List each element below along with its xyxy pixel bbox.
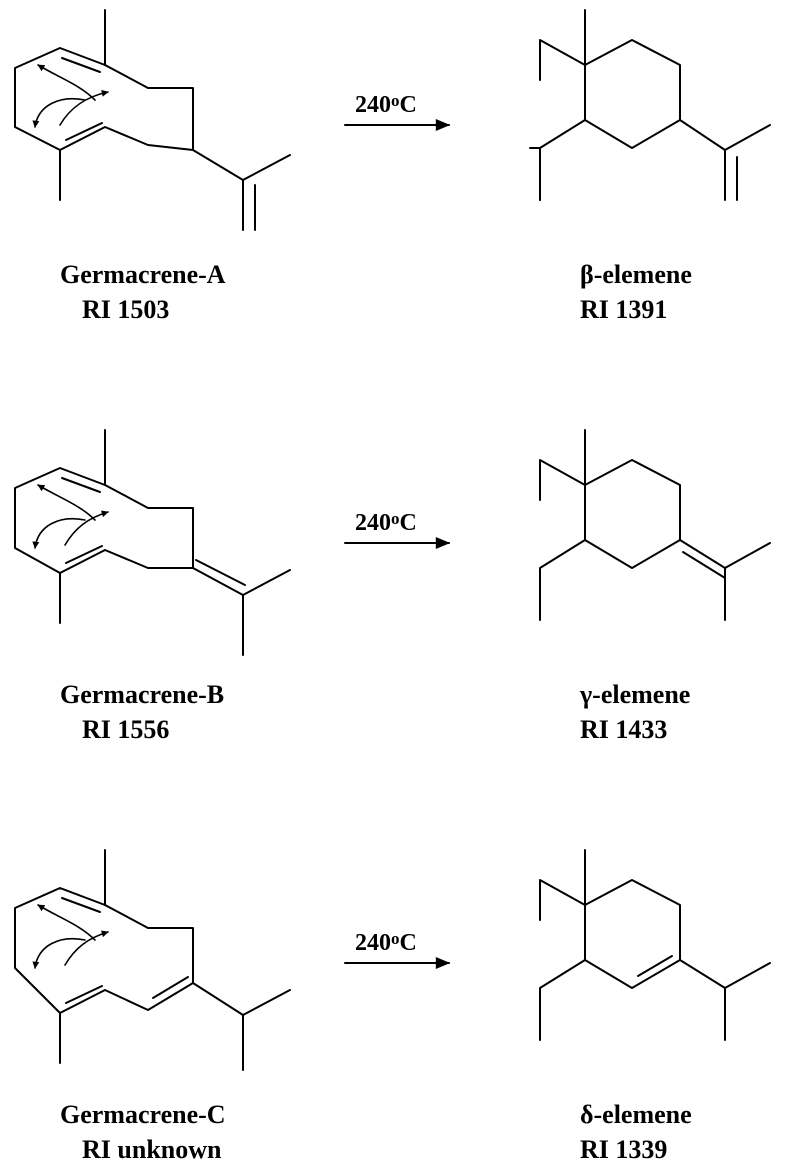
reaction-row-2: 240oC Germacrene-B RI 1556 γ-elemene RI … <box>14 429 771 744</box>
gamma-elemene-ri: RI 1433 <box>580 715 667 744</box>
germacrene-a-ri: RI 1503 <box>82 295 169 324</box>
germacrene-b-name: Germacrene-B <box>60 680 224 709</box>
gamma-elemene-structure <box>539 429 771 621</box>
delta-elemene-ri: RI 1339 <box>580 1135 667 1164</box>
delta-elemene-name: δ-elemene <box>580 1100 692 1129</box>
reaction-row-1: 240oC Germacrene-A RI 1503 β-elemene RI … <box>14 9 771 324</box>
condition-label: 240oC <box>355 91 417 118</box>
beta-elemene-structure <box>529 9 771 201</box>
germacrene-c-name: Germacrene-C <box>60 1100 226 1129</box>
delta-elemene-structure <box>539 849 771 1041</box>
reaction-row-3: 240oC Germacrene-C RI unknown δ-elemene … <box>14 849 771 1164</box>
condition-label: 240oC <box>355 509 417 536</box>
beta-elemene-name: β-elemene <box>580 260 692 289</box>
beta-elemene-ri: RI 1391 <box>580 295 667 324</box>
germacrene-a-name: Germacrene-A <box>60 260 226 289</box>
germacrene-c-ri: RI unknown <box>82 1135 222 1164</box>
reaction-arrow-3: 240oC <box>344 929 451 969</box>
condition-label: 240oC <box>355 929 417 956</box>
germacrene-b-structure <box>14 429 291 656</box>
reaction-arrow-2: 240oC <box>344 509 451 549</box>
germacrene-b-ri: RI 1556 <box>82 715 169 744</box>
gamma-elemene-name: γ-elemene <box>579 680 690 709</box>
germacrene-c-structure <box>14 849 291 1071</box>
germacrene-a-structure <box>14 9 291 231</box>
reaction-arrow-1: 240oC <box>344 91 451 131</box>
